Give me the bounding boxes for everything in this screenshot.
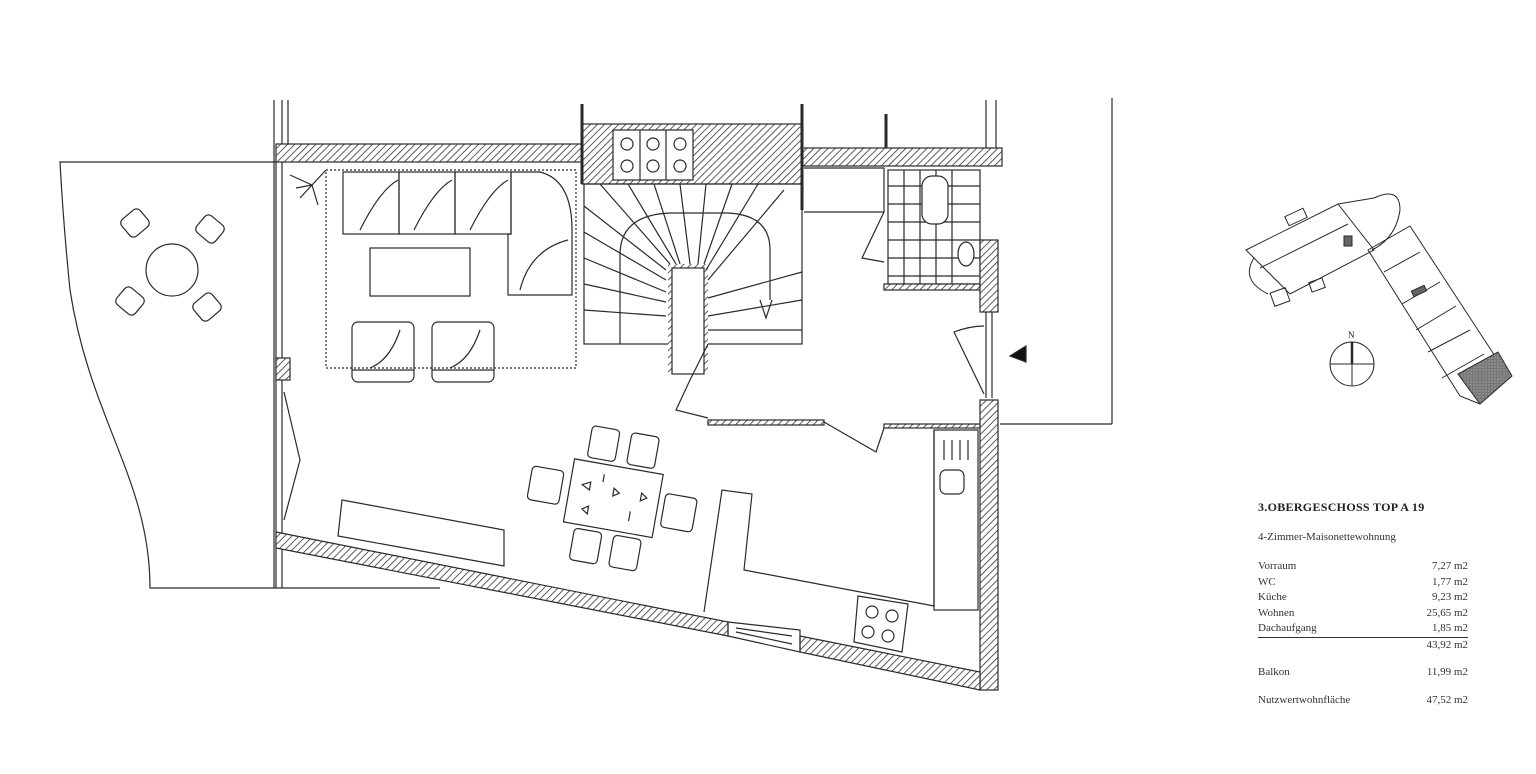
top-wall-left [275, 143, 583, 163]
left-window-wall [273, 100, 301, 588]
north-compass-icon [1329, 341, 1375, 387]
dining-set [526, 425, 698, 572]
stove-burner-icon [865, 605, 879, 619]
site-plan [1245, 193, 1513, 405]
unit-type: 4-Zimmer-Maisonettewohnung [1258, 531, 1396, 543]
north-label: N [1348, 330, 1355, 340]
toilet-icon [921, 175, 949, 225]
kitchen [703, 429, 979, 653]
coffee-table [369, 247, 471, 297]
staircase [583, 183, 803, 375]
sink-icon [957, 241, 975, 267]
entrance-arrow-icon[interactable] [1008, 344, 1027, 363]
chimney-flues [612, 129, 694, 181]
subtotal-row: 43,92 m2 [1426, 638, 1468, 651]
round-table [115, 208, 225, 322]
bottom-wall [275, 531, 729, 637]
sideboard [337, 499, 505, 567]
sink-icon [939, 469, 965, 495]
floor-title: 3.OBERGESCHOSS TOP A 19 [1258, 500, 1425, 514]
roof-window [727, 621, 801, 653]
highlighted-unit [1457, 351, 1513, 405]
wc [861, 100, 999, 313]
balcony [59, 161, 277, 589]
top-wall-right [801, 147, 1003, 167]
sofa-set [289, 169, 577, 383]
plant-icon [289, 169, 327, 206]
area-legend: 3.OBERGESCHOSS TOP A 19 4-Zimmer-Maisone… [1258, 500, 1470, 708]
right-wall [979, 399, 999, 691]
entrance-door [953, 98, 1113, 425]
down-arrow-icon [759, 299, 773, 320]
